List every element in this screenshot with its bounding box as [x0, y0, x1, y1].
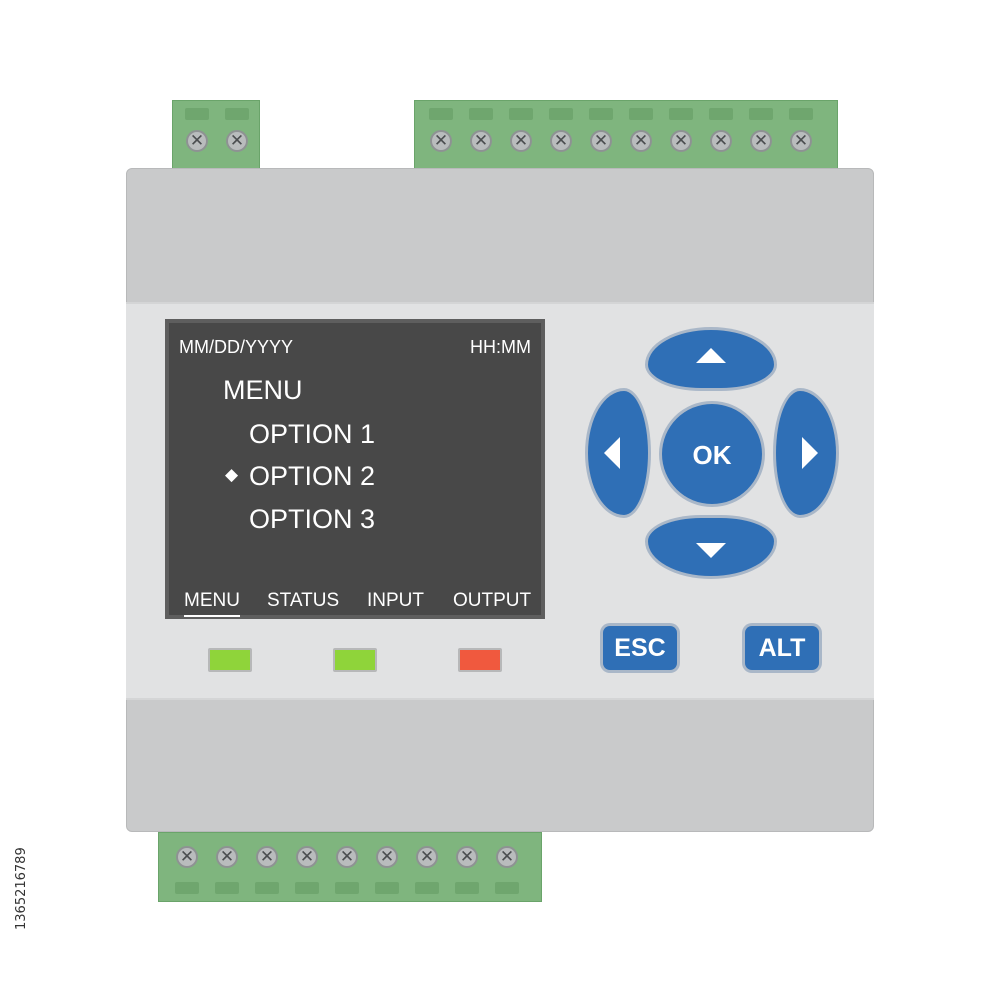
- terminal-top-right-slot: [709, 108, 733, 120]
- ok-button[interactable]: OK: [662, 404, 762, 504]
- status-led-3: [458, 648, 502, 672]
- screw-icon: ✕: [430, 130, 452, 152]
- terminal-bottom-slot: [215, 882, 239, 894]
- screw-icon: ✕: [216, 846, 238, 868]
- terminal-bottom-slot: [255, 882, 279, 894]
- terminal-bottom-slot: [455, 882, 479, 894]
- terminal-top-right-slot: [429, 108, 453, 120]
- screw-icon: ✕: [750, 130, 772, 152]
- screw-icon: ✕: [590, 130, 612, 152]
- terminal-bottom-slot: [495, 882, 519, 894]
- screw-icon: ✕: [226, 130, 248, 152]
- screw-icon: ✕: [670, 130, 692, 152]
- screw-icon: ✕: [256, 846, 278, 868]
- lcd-tab-status[interactable]: STATUS: [267, 590, 340, 611]
- lcd-option-2[interactable]: OPTION 2: [249, 461, 376, 491]
- terminal-top-right-slot: [549, 108, 573, 120]
- screw-icon: ✕: [510, 130, 532, 152]
- screw-icon: ✕: [496, 846, 518, 868]
- terminal-top-right-slot: [629, 108, 653, 120]
- terminal-top-left-slot: [185, 108, 209, 120]
- terminal-bottom-slot: [375, 882, 399, 894]
- selection-diamond-icon: ◆: [225, 465, 239, 484]
- alt-button[interactable]: ALT: [745, 626, 819, 670]
- arrow-right-icon: [802, 437, 818, 469]
- esc-button[interactable]: ESC: [603, 626, 677, 670]
- terminal-bottom-slot: [335, 882, 359, 894]
- lcd-option-3[interactable]: OPTION 3: [249, 504, 376, 534]
- terminal-top-right-slot: [749, 108, 773, 120]
- alt-label: ALT: [758, 634, 806, 662]
- terminal-bottom-slot: [175, 882, 199, 894]
- left-button[interactable]: [588, 391, 648, 515]
- screw-icon: ✕: [630, 130, 652, 152]
- esc-label: ESC: [614, 634, 666, 662]
- screw-icon: ✕: [710, 130, 732, 152]
- lcd-option-1[interactable]: OPTION 1: [249, 419, 376, 449]
- up-button[interactable]: [648, 330, 774, 388]
- status-led-2: [333, 648, 377, 672]
- screw-icon: ✕: [186, 130, 208, 152]
- arrow-up-icon: [696, 348, 726, 363]
- right-button[interactable]: [776, 391, 836, 515]
- screw-icon: ✕: [336, 846, 358, 868]
- ok-label: OK: [692, 440, 732, 470]
- screw-icon: ✕: [790, 130, 812, 152]
- lcd-tab-input[interactable]: INPUT: [367, 590, 424, 611]
- screw-icon: ✕: [470, 130, 492, 152]
- lcd-time: HH:MM: [470, 337, 531, 357]
- lcd-tab-output[interactable]: OUTPUT: [453, 590, 532, 611]
- screw-icon: ✕: [456, 846, 478, 868]
- terminal-top-right-slot: [469, 108, 493, 120]
- terminal-top-right-slot: [669, 108, 693, 120]
- screw-icon: ✕: [296, 846, 318, 868]
- terminal-bottom-slot: [415, 882, 439, 894]
- lcd-date: MM/DD/YYYY: [179, 337, 294, 357]
- screw-icon: ✕: [550, 130, 572, 152]
- terminal-top-left-slot: [225, 108, 249, 120]
- lcd-menu-title: MENU: [223, 375, 303, 405]
- stock-image-id: 1365216789: [14, 847, 29, 930]
- terminal-bottom-slot: [295, 882, 319, 894]
- lcd-tab-menu[interactable]: MENU: [184, 590, 240, 617]
- terminal-top-right-slot: [509, 108, 533, 120]
- status-led-1: [208, 648, 252, 672]
- arrow-left-icon: [604, 437, 620, 469]
- screw-icon: ✕: [416, 846, 438, 868]
- terminal-top-right-slot: [789, 108, 813, 120]
- terminal-top-right-slot: [589, 108, 613, 120]
- lcd-screen: MM/DD/YYYY HH:MM MENU OPTION 1 ◆ OPTION …: [165, 319, 545, 619]
- arrow-down-icon: [696, 543, 726, 558]
- down-button[interactable]: [648, 518, 774, 576]
- screw-icon: ✕: [376, 846, 398, 868]
- screw-icon: ✕: [176, 846, 198, 868]
